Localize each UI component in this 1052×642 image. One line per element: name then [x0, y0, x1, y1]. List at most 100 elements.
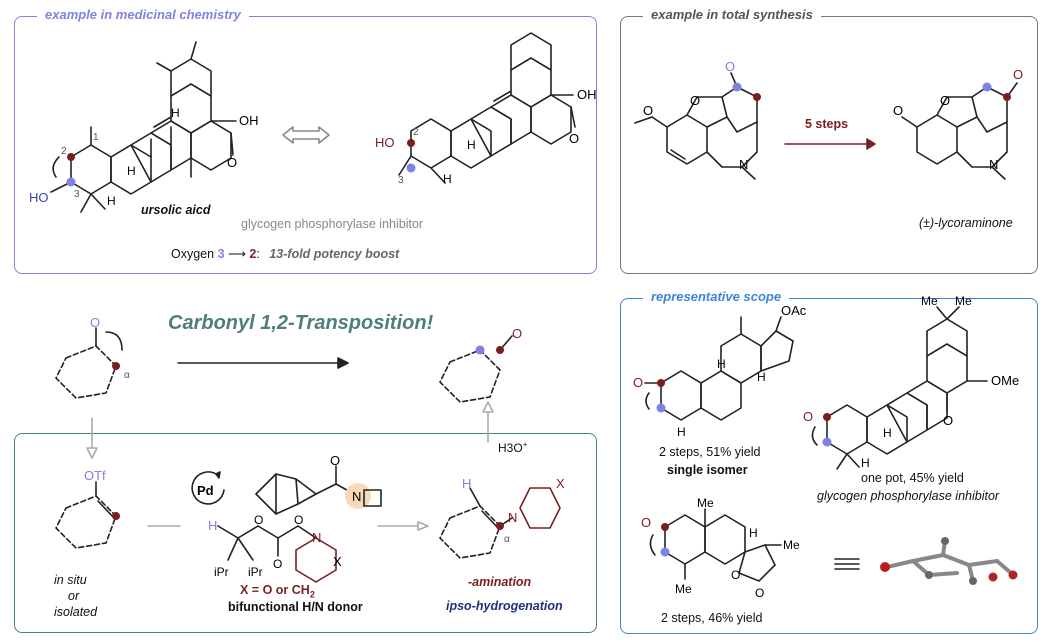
triterpenoid-oxygen: O — [803, 409, 813, 424]
enamine-structure: H N X α — [439, 476, 565, 559]
triterpenoid-red-marker — [823, 413, 831, 421]
lactone-h-a: H — [749, 526, 758, 540]
triterpenoid-shift-arrow — [811, 426, 818, 446]
analogue-oh-label: OH — [577, 87, 597, 102]
enamine-red-marker — [496, 522, 504, 530]
x-definition-text: X = O or CH — [240, 583, 310, 597]
pd-catalyst-icon: Pd — [191, 471, 225, 505]
in-situ-label: in situ — [54, 573, 87, 587]
acid-o-label: O — [227, 155, 237, 170]
amination-label: -amination — [468, 575, 532, 589]
precursor-carbonyl-o: O — [725, 59, 735, 74]
position-3-label: 3 — [74, 189, 80, 200]
lactone-carbonyl-o: O — [755, 586, 764, 600]
method-title: Carbonyl 1,2-Transposition! — [168, 312, 434, 334]
ex1-yield: 2 steps, 51% yield — [659, 445, 761, 459]
triterpenoid-blue-marker — [822, 437, 832, 447]
x-definition: X = O or CH2 — [240, 583, 315, 600]
colon: : — [256, 247, 260, 261]
donor-o2: O — [273, 557, 282, 571]
otf-label: OTf — [84, 468, 106, 483]
h-label-c: H — [107, 194, 116, 208]
h3o-label: H3O+ — [498, 440, 527, 455]
down-arrow — [86, 417, 98, 459]
triterpenoid-h-b: H — [861, 456, 870, 470]
alpha-label: α — [124, 370, 130, 381]
product-carbon-red — [1003, 93, 1011, 101]
h-label-b: H — [171, 106, 180, 120]
h3o-charge: + — [522, 440, 528, 449]
vinyl-triflate-structure: OTf — [55, 468, 120, 549]
acid-oh-label: OH — [239, 113, 259, 128]
lactone-me-b: Me — [783, 538, 800, 552]
analogue-structure: HO 2 3 OH O H H — [375, 32, 597, 186]
x-definition-sub: 2 — [309, 589, 315, 600]
ex2-yield: one pot, 45% yield — [861, 471, 964, 485]
precursor-methoxy-o: O — [643, 103, 653, 118]
product-ether-o: O — [940, 93, 950, 108]
donor-h-label: H — [208, 518, 217, 533]
product-methoxy-o: O — [893, 103, 903, 118]
or-label: or — [68, 589, 80, 603]
amide-n-label: N — [352, 489, 361, 504]
product-bonds — [901, 82, 1018, 180]
product-blue-marker — [475, 345, 485, 355]
position-2-label: 2 — [61, 146, 67, 157]
panel-title-total: example in total synthesis — [643, 7, 821, 22]
xray-oxygen-c — [1008, 570, 1018, 580]
ketone-start-structure: O α — [55, 315, 130, 399]
lactone-me-c: Me — [675, 582, 692, 596]
potency-boost: 13-fold potency boost — [269, 247, 400, 261]
enamine-n-label: N — [508, 510, 517, 525]
panel-representative-scope: representative scope O OAc H H H 2 steps… — [620, 289, 1038, 634]
ex3-yield: 2 steps, 46% yield — [661, 611, 763, 625]
compound-name-ursolic: ursolic aicd — [141, 203, 211, 217]
steroid-blue-marker — [656, 403, 666, 413]
alpha-curve-arrow — [105, 331, 123, 351]
panel-title-medicinal: example in medicinal chemistry — [37, 7, 249, 22]
ketone-product-structure: O — [439, 326, 522, 403]
ex2-note: glycogen phosphorylase inhibitor — [817, 489, 1000, 503]
precursor-bonds — [634, 72, 758, 180]
carbon-2-marker — [67, 153, 75, 161]
steroid-h-b: H — [757, 370, 766, 384]
precursor-carbon-red — [753, 93, 761, 101]
oxygen-from: 3 — [217, 247, 225, 261]
product-carbon-blue — [982, 82, 992, 92]
panel-medicinal-chemistry: example in medicinal chemistry — [14, 7, 597, 274]
equivalence-arrow — [282, 126, 330, 144]
main-arrow — [177, 357, 349, 369]
identical-to-icon — [834, 558, 860, 570]
product-name: (±)-lycoraminone — [919, 216, 1013, 230]
lycoramine-precursor-structure: O O O N — [634, 59, 761, 180]
lactone-ketone-o: O — [641, 515, 651, 530]
hn-donor-structure: H iPr iPr O O O N X — [208, 513, 342, 583]
isolated-label: isolated — [54, 605, 98, 619]
panel-total-synthesis: example in total synthesis O O O N 5 ste… — [620, 7, 1038, 274]
precursor-carbon-blue — [732, 82, 742, 92]
xray-oxygen-b — [988, 572, 998, 582]
ipr-label-a: iPr — [214, 565, 229, 579]
lactone-shift-arrow — [649, 534, 656, 556]
me-label-a: Me — [921, 294, 938, 308]
analogue-bonds — [398, 32, 576, 184]
norbornene-amide-structure: O N — [255, 453, 382, 515]
lactone-structure: O Me Me Me H O O — [641, 496, 800, 600]
steroid-structure: O OAc H H H — [633, 303, 807, 439]
lactone-red-marker — [661, 523, 669, 531]
me-label-b: Me — [955, 294, 972, 308]
analogue-pos3-label: 3 — [398, 175, 404, 186]
analogue-h-b: H — [443, 172, 452, 186]
donor-o3: O — [294, 513, 303, 527]
carbon-3-marker — [66, 177, 76, 187]
enamine-x-label: X — [556, 476, 565, 491]
position-1-label: 1 — [93, 132, 99, 143]
start-alpha-marker — [112, 362, 120, 370]
ipso-label: ipso-hydrogenation — [446, 599, 563, 613]
product-n: N — [989, 157, 998, 172]
donor-x-label: X — [333, 554, 342, 569]
donor-description: bifunctional H/N donor — [228, 600, 363, 614]
potency-line: Oxygen 3 ⟶ 2: 13-fold potency boost — [171, 246, 399, 261]
oxygen-to: 2 — [249, 247, 257, 261]
steps-label: 5 steps — [805, 117, 849, 131]
